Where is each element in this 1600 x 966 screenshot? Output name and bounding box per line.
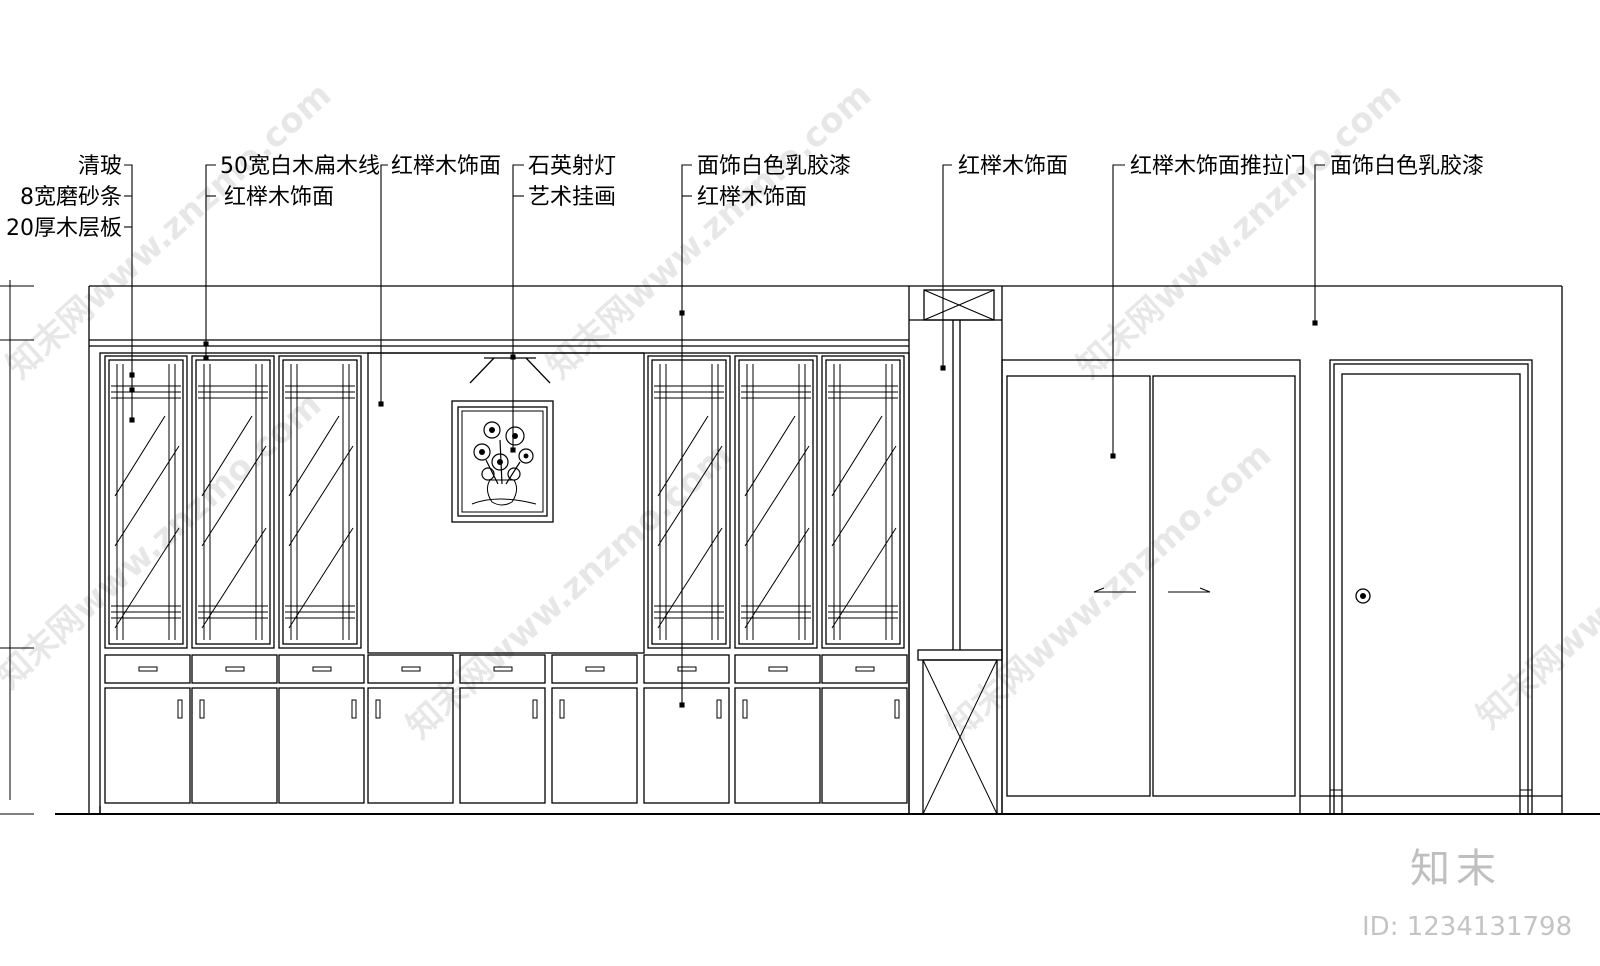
glass-door: [821, 355, 905, 649]
sliding-door-wardrobe: [1001, 359, 1562, 815]
cabinet-door: [367, 687, 454, 804]
label-spotlight: 石英射灯: [528, 154, 616, 179]
brand-watermark: 知末: [1410, 846, 1502, 892]
label-latex-paint-right: 面饰白色乳胶漆: [1330, 154, 1484, 179]
glass-door-group: [104, 355, 905, 649]
entry-door: [1329, 359, 1533, 815]
cabinet-door: [278, 687, 365, 804]
cabinet-door: [821, 687, 908, 804]
door-handle-icon: [375, 699, 381, 719]
door-handle-icon: [559, 699, 565, 719]
drawer-and-door: [367, 654, 454, 804]
door-handle-icon: [351, 699, 357, 719]
cabinet-door: [191, 687, 278, 804]
lower-cabinet-group: [104, 654, 908, 804]
label-latex-paint-center: 面饰白色乳胶漆: [697, 154, 851, 179]
dimension-line: [0, 280, 34, 815]
drawer-and-door: [821, 654, 908, 804]
art-painting-frame: [451, 400, 554, 523]
drawer-handle-icon: [225, 666, 245, 672]
drawer-handle-icon: [855, 666, 875, 672]
cabinet-door: [459, 687, 546, 804]
label-beech-left-cabinet: 红榉木饰面: [224, 185, 334, 210]
drawer: [367, 654, 454, 684]
watermark-text: 知末网www.znzmo.com: [0, 385, 329, 697]
slide-right-arrow-icon: [1168, 587, 1211, 593]
door-handle-icon: [532, 699, 538, 719]
column: [909, 289, 1003, 815]
drawer-handle-icon: [312, 666, 332, 672]
watermark-text: 知末网www.znzmo.com: [1069, 75, 1409, 387]
label-beech-center: 红榉木饰面: [391, 154, 501, 179]
cabinet-door: [104, 687, 191, 804]
glass-door: [734, 355, 818, 649]
flower-vase-icon: [471, 421, 537, 506]
drawer: [191, 654, 278, 684]
drawer-and-door: [104, 654, 191, 804]
drawer: [821, 654, 908, 684]
id-watermark: ID: 1234131798: [1362, 912, 1572, 942]
label-glass: 清玻: [78, 154, 122, 179]
drawer-handle-icon: [585, 666, 605, 672]
drawer: [459, 654, 546, 684]
drawer-handle-icon: [493, 666, 513, 672]
watermark-text: 知末网www.znzmo.com: [939, 435, 1279, 747]
watermark-text: 知末网www.znzmo.com: [399, 435, 739, 747]
drawer-handle-icon: [677, 666, 697, 672]
label-beech-right-cabinet: 红榉木饰面: [697, 185, 807, 210]
drawer-and-door: [459, 654, 546, 804]
glass-door: [647, 355, 731, 649]
drawer-and-door: [278, 654, 365, 804]
door-handle-icon: [199, 699, 205, 719]
leader-lines: [124, 164, 1325, 708]
drawer: [734, 654, 821, 684]
door-handle-icon: [894, 699, 900, 719]
drawer-and-door: [643, 654, 730, 804]
drawer: [104, 654, 191, 684]
left-cabinet: [99, 352, 910, 815]
drawer-and-door: [734, 654, 821, 804]
watermark-text: 知末网www.znzmo.com: [1469, 425, 1600, 737]
material-labels: 清玻 8宽磨砂条 20厚木层板 50宽白木扁木线 红榉木饰面 红榉木饰面 石英射…: [6, 154, 1484, 241]
glass-door: [191, 355, 275, 649]
glass-door: [104, 355, 188, 649]
label-sliding-door: 红榉木饰面推拉门: [1130, 154, 1306, 179]
cabinet-door: [643, 687, 730, 804]
drawer-handle-icon: [768, 666, 788, 672]
drawer-and-door: [551, 654, 638, 804]
cabinet-door: [734, 687, 821, 804]
label-frosted-strip: 8宽磨砂条: [20, 185, 122, 210]
drawer-and-door: [191, 654, 278, 804]
label-shelf-board: 20厚木层板: [6, 216, 122, 241]
label-art-painting: 艺术挂画: [528, 185, 616, 210]
spotlight-icon: [469, 357, 551, 384]
drawer-handle-icon: [138, 666, 158, 672]
label-beech-column: 红榉木饰面: [958, 154, 1068, 179]
drawer: [278, 654, 365, 684]
drawer-handle-icon: [401, 666, 421, 672]
slide-left-arrow-icon: [1093, 587, 1136, 593]
door-handle-icon: [177, 699, 183, 719]
door-knob-icon: [1355, 588, 1371, 604]
door-handle-icon: [716, 699, 722, 719]
door-handle-icon: [742, 699, 748, 719]
cabinet-door: [551, 687, 638, 804]
label-wood-line: 50宽白木扁木线: [220, 154, 380, 179]
glass-door: [278, 355, 362, 649]
drawer: [643, 654, 730, 684]
drawer: [551, 654, 638, 684]
